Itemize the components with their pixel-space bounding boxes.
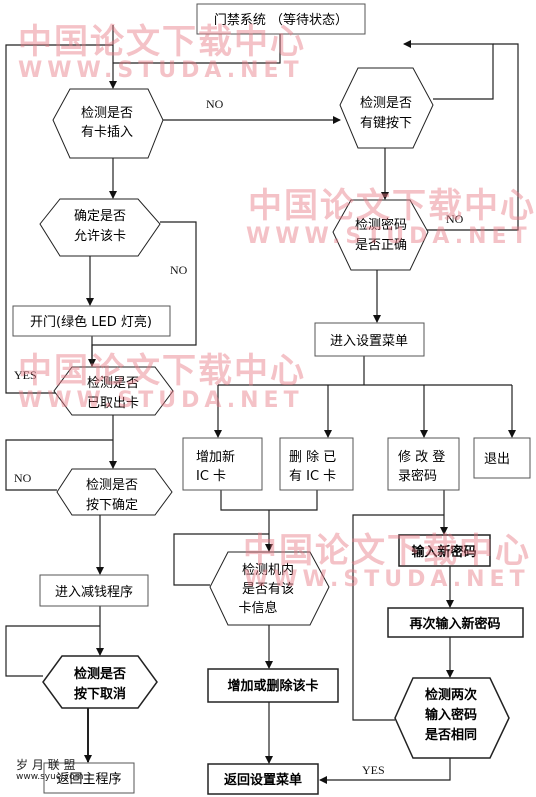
confirm-pressed-label-1: 检测是否 [86, 478, 138, 493]
start-box: 门禁系统 （等待状态） [196, 3, 366, 35]
add-or-delete-box: 增加或删除该卡 [207, 668, 339, 703]
delete-card-label-1: 删 除 已 [289, 450, 336, 465]
card-removed-decision: 检测是否 已取出卡 [53, 366, 174, 416]
start-label: 门禁系统 （等待状态） [214, 12, 348, 28]
card-removed-label-1: 检测是否 [87, 376, 139, 391]
machine-has-card-label-2: 是否有该 [242, 582, 294, 597]
machine-has-card-label-3: 卡信息 [238, 600, 277, 616]
cancel-pressed-label-1: 检测是否 [74, 666, 126, 682]
exit-label: 退出 [484, 452, 510, 467]
passwords-match-label-2: 输入密码 [425, 707, 477, 723]
exit-box: 退出 [473, 437, 531, 479]
delete-card-label-2: 有 IC 卡 [289, 469, 336, 484]
site-logo-cn: 岁 月 联 盟 [16, 758, 76, 772]
card-inserted-label-1: 检测是否 [81, 106, 133, 121]
no-label-password: NO [446, 212, 464, 226]
yes-label-card-removed: YES [14, 368, 37, 382]
password-correct-decision: 检测密码 是否正确 [332, 199, 429, 271]
input-new-password-box: 输入新密码 [398, 534, 491, 567]
yes-label-passwords-match: YES [362, 763, 385, 777]
reinput-password-box: 再次输入新密码 [387, 607, 524, 638]
password-correct-label-1: 检测密码 [355, 217, 407, 233]
passwords-match-label-3: 是否相同 [424, 727, 477, 743]
no-label-card-allowed: NO [170, 263, 188, 277]
enter-deduct-label: 进入减钱程序 [55, 585, 133, 600]
key-pressed-label-1: 检测是否 [360, 96, 412, 111]
cancel-pressed-decision: 检测是否 按下取消 [42, 655, 158, 709]
card-inserted-label-2: 有卡插入 [81, 125, 133, 140]
machine-has-card-label-1: 检测机内 [242, 562, 294, 578]
key-pressed-label-2: 有键按下 [360, 116, 412, 131]
machine-has-card-decision: 检测机内 是否有该 卡信息 [209, 551, 330, 626]
return-settings-label: 返回设置菜单 [224, 772, 302, 788]
cancel-pressed-label-2: 按下取消 [74, 686, 126, 702]
site-logo-url: www.syue.com [16, 772, 84, 782]
passwords-match-label-1: 检测两次 [425, 687, 477, 703]
connectors [5, 25, 519, 784]
change-password-box: 修 改 登 录密码 [387, 437, 460, 491]
enter-settings-box: 进入设置菜单 [314, 322, 425, 357]
card-allowed-label-1: 确定是否 [74, 209, 126, 224]
enter-settings-label: 进入设置菜单 [330, 334, 408, 349]
return-main-label: 返回主程序 [56, 772, 121, 787]
no-label-confirm: NO [14, 471, 32, 485]
change-password-label-1: 修 改 登 [398, 450, 445, 465]
open-door-label: 开门(绿色 LED 灯亮) [30, 314, 152, 330]
input-new-password-label: 输入新密码 [411, 544, 476, 560]
card-removed-label-2: 已取出卡 [87, 396, 139, 411]
enter-deduct-box: 进入减钱程序 [39, 574, 149, 607]
password-correct-label-2: 是否正确 [355, 238, 407, 253]
add-or-delete-label: 增加或删除该卡 [227, 678, 318, 694]
card-inserted-decision: 检测是否 有卡插入 [52, 88, 164, 159]
card-allowed-decision: 确定是否 允许该卡 [39, 198, 161, 257]
return-settings-box: 返回设置菜单 [207, 763, 319, 795]
card-allowed-label-2: 允许该卡 [74, 228, 126, 244]
site-logo: 岁 月 联 盟 www.syue.com [16, 759, 83, 783]
delete-card-box: 删 除 已 有 IC 卡 [279, 437, 354, 491]
confirm-pressed-label-2: 按下确定 [86, 498, 138, 513]
open-door-box: 开门(绿色 LED 灯亮) [12, 305, 171, 337]
no-label-card-inserted: NO [206, 97, 224, 111]
change-password-label-2: 录密码 [398, 468, 437, 484]
return-main-box: 返回主程序 [43, 762, 135, 794]
passwords-match-decision: 检测两次 输入密码 是否相同 [394, 677, 510, 759]
reinput-password-label: 再次输入新密码 [409, 616, 500, 632]
add-card-box: 增加新 IC 卡 [182, 437, 263, 491]
key-pressed-decision: 检测是否 有键按下 [339, 67, 434, 149]
add-card-label-2: IC 卡 [196, 469, 226, 484]
add-card-label-1: 增加新 [196, 449, 235, 465]
confirm-pressed-decision: 检测是否 按下确定 [56, 468, 173, 516]
